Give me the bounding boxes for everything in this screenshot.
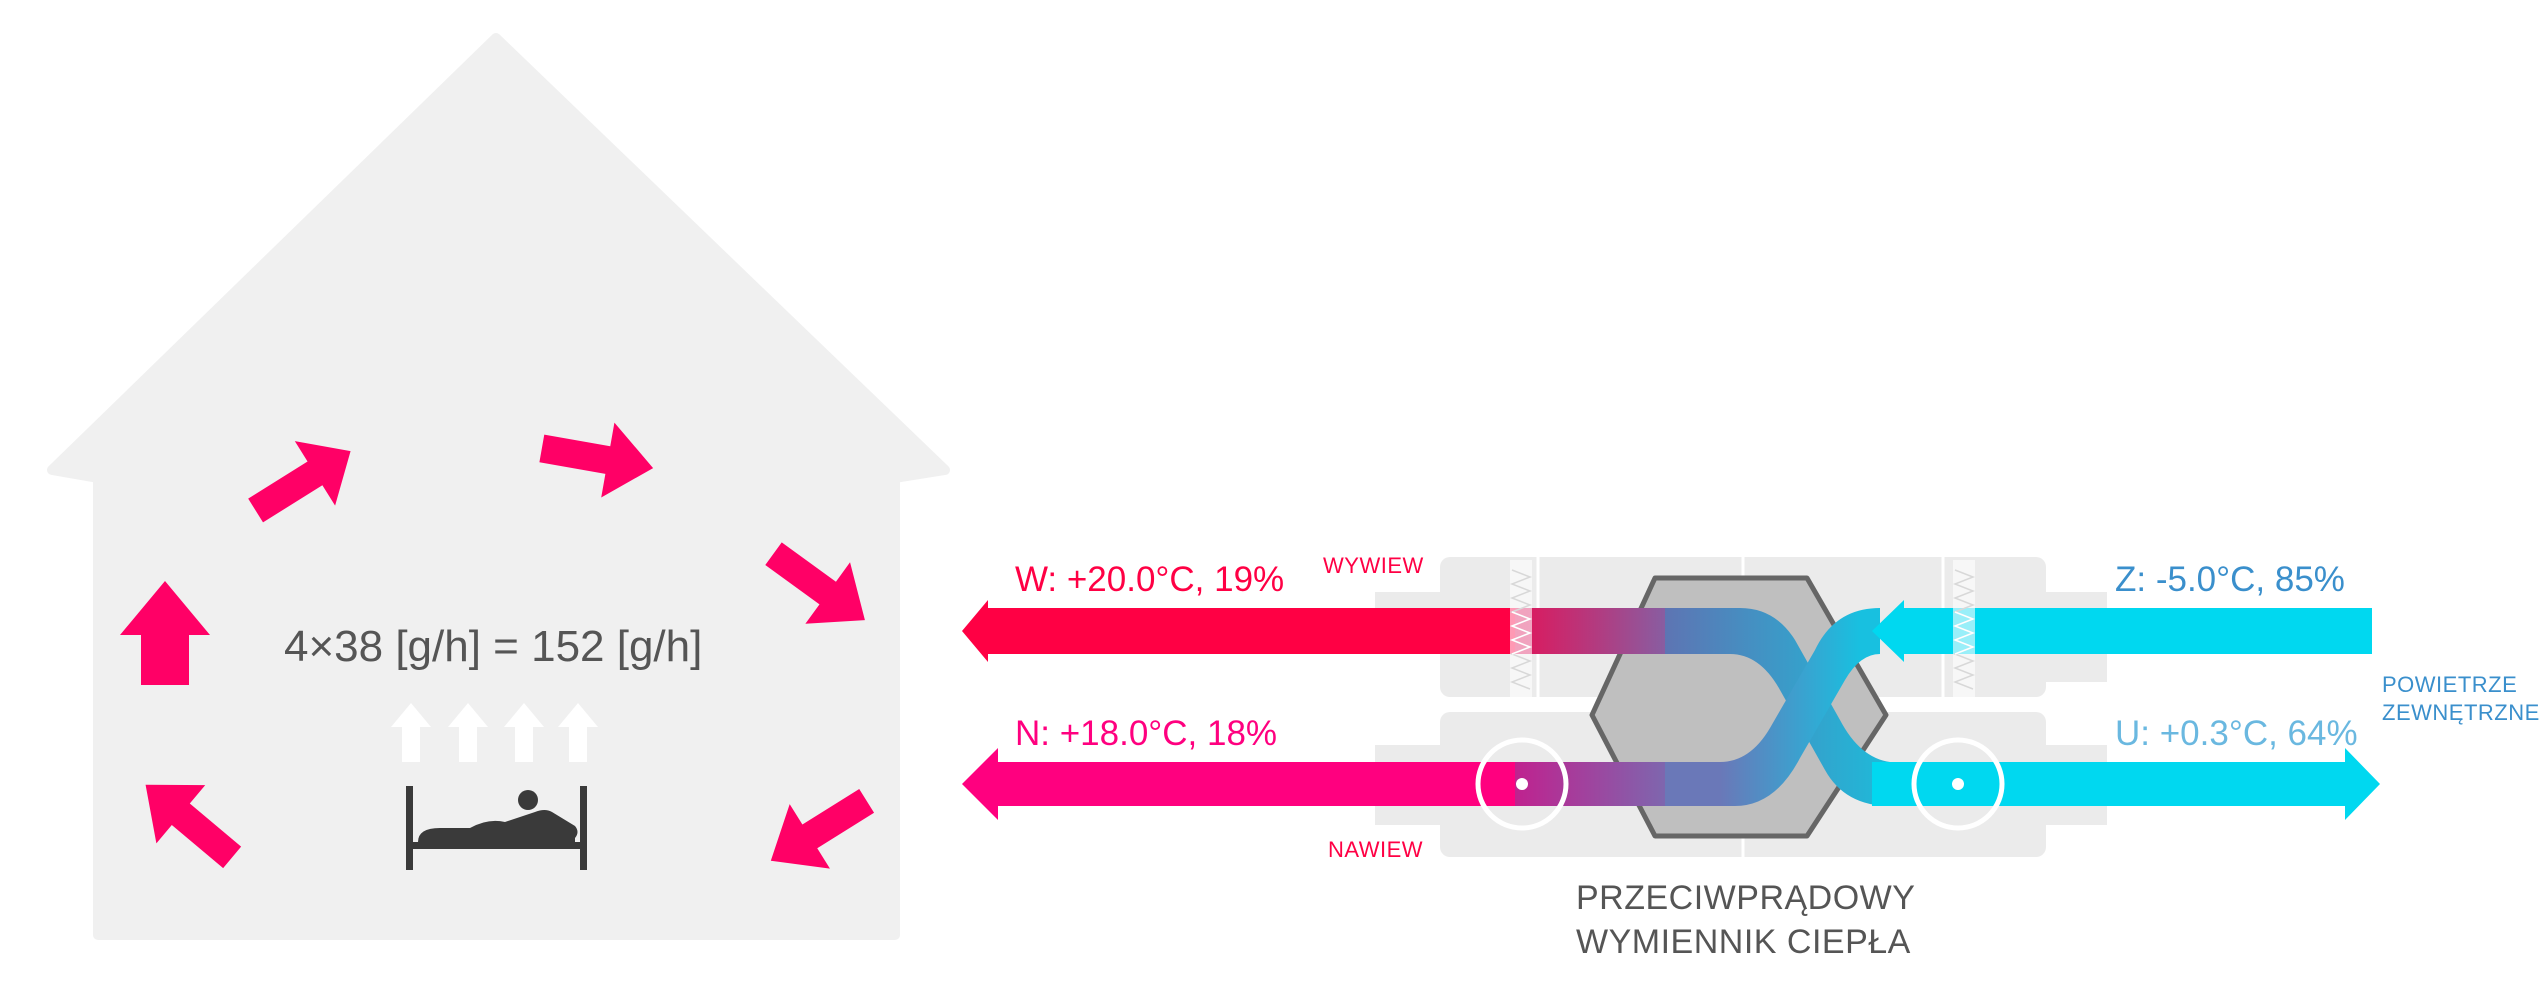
arrow-right-icon bbox=[539, 422, 654, 498]
moisture-arrows bbox=[391, 703, 598, 762]
supply-stream bbox=[962, 748, 1520, 820]
fan-icon bbox=[1475, 737, 1569, 831]
fan-icon bbox=[1911, 737, 2005, 831]
house bbox=[47, 33, 950, 940]
outdoor-air-label-line2: ZEWNĘTRZNE bbox=[2382, 700, 2540, 725]
moisture-calculation: 4×38 [g/h] = 152 [g/h] bbox=[284, 622, 703, 671]
filter-icon bbox=[1952, 560, 1976, 700]
bed-icon bbox=[406, 786, 587, 870]
arrow-up-left-icon bbox=[120, 581, 210, 685]
arrow-up-icon bbox=[448, 703, 488, 762]
filter-icon bbox=[1509, 560, 1533, 700]
arrow-up-icon bbox=[558, 703, 598, 762]
house-shape bbox=[47, 33, 950, 940]
arrow-down-left-icon bbox=[770, 788, 875, 869]
outdoor-exhaust-value: U: +0.3°C, 64% bbox=[2115, 714, 2358, 753]
exhaust-stream bbox=[962, 600, 1520, 662]
arrow-down-right-icon bbox=[765, 542, 865, 624]
supply-gradient-band bbox=[1515, 762, 1665, 806]
supply-flow-through bbox=[1515, 608, 1880, 806]
arrow-up-right-icon bbox=[248, 441, 351, 523]
arrow-left-icon bbox=[962, 748, 1520, 820]
wywiew-label: WYWIEW bbox=[1323, 553, 1424, 578]
exchanger-label-line2: WYMIENNIK CIEPŁA bbox=[1576, 923, 1911, 961]
exchanger-label-line1: PRZECIWPRĄDOWY bbox=[1576, 879, 1916, 917]
outdoor-air-label-line1: POWIETRZE bbox=[2382, 672, 2518, 697]
arrow-left-icon bbox=[1872, 600, 2372, 662]
arrow-up-icon bbox=[504, 703, 544, 762]
exhaust-value: W: +20.0°C, 19% bbox=[1015, 560, 1285, 599]
arrow-up-left-lower-icon bbox=[145, 784, 242, 869]
exhaust-flow-through bbox=[1515, 608, 1890, 806]
outdoor-intake-value: Z: -5.0°C, 85% bbox=[2115, 560, 2345, 599]
supply-value: N: +18.0°C, 18% bbox=[1015, 714, 1278, 753]
nawiew-label: NAWIEW bbox=[1328, 837, 1424, 862]
arrow-up-icon bbox=[391, 703, 431, 762]
outdoor-intake-stream bbox=[1872, 600, 2372, 662]
exhaust-gradient-band bbox=[1515, 608, 1665, 654]
arrow-left-icon bbox=[962, 600, 1520, 662]
room-air-arrows bbox=[120, 422, 875, 869]
